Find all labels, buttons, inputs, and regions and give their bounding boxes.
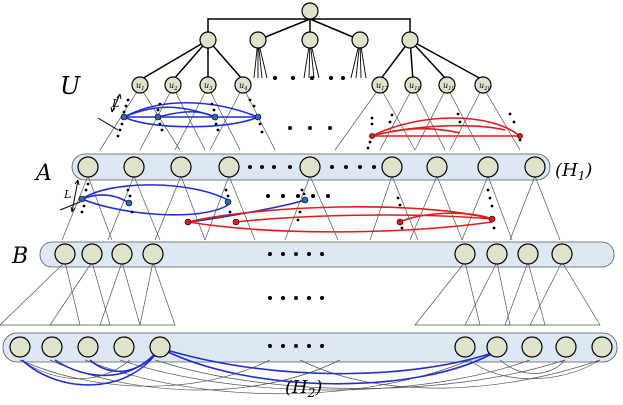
u-node-1: u1 [131,76,149,94]
u-node-4: u4 [234,76,252,94]
h2-blue-arcs [21,347,496,386]
red-links-top [371,117,521,137]
path-dots [80,98,522,230]
u-node-19: u19 [438,76,456,94]
b-nodes [54,243,573,265]
u-node-label: u1 [136,81,145,92]
label-u: U [60,72,81,100]
top-tree-edges [139,11,484,81]
label-b: B [11,244,28,269]
u-node-circle [199,76,217,94]
blue-links-top [123,101,259,128]
label-h2: (H2) [285,377,322,400]
u-node-label: u20 [479,81,492,92]
u-node-circle [371,76,389,94]
u-node-circle [234,76,252,94]
u-node-label: u2 [169,81,178,92]
l-marker-top [97,93,122,131]
u-node-circle [474,76,492,94]
label-l-mid: L [63,188,71,201]
u-node-17: u17 [371,76,389,94]
u-node-20: u20 [474,76,492,94]
u-node-label: u19 [443,81,456,92]
u-node-label: u3 [204,81,213,92]
u-node-label: u18 [409,81,422,92]
u-node-label: u17 [376,81,389,92]
triangles-b-to-h2 [0,260,601,326]
blue-endpoints [78,113,309,207]
u-node-label: u4 [239,81,248,92]
a-nodes [77,156,546,178]
root-nodes [199,2,419,49]
u-nodes: u1 u2 u3 u4 u17 u18 u19 u20 [131,76,492,94]
ellipsis-dots [248,76,376,348]
u-node-3: u3 [199,76,217,94]
red-links-mid [187,206,493,233]
red-endpoints [184,133,523,226]
label-h1: (H1) [555,160,592,183]
u-node-18: u18 [404,76,422,94]
u-node-circle [131,76,149,94]
u-node-circle [164,76,182,94]
label-l-top: L [111,97,119,110]
root-node [301,2,319,20]
h2-nodes [9,336,613,358]
l-marker-mid [59,179,81,213]
u-node-circle [404,76,422,94]
blue-links-mid [81,184,306,223]
u-node-circle [438,76,456,94]
u-node-2: u2 [164,76,182,94]
label-a: A [34,161,52,186]
